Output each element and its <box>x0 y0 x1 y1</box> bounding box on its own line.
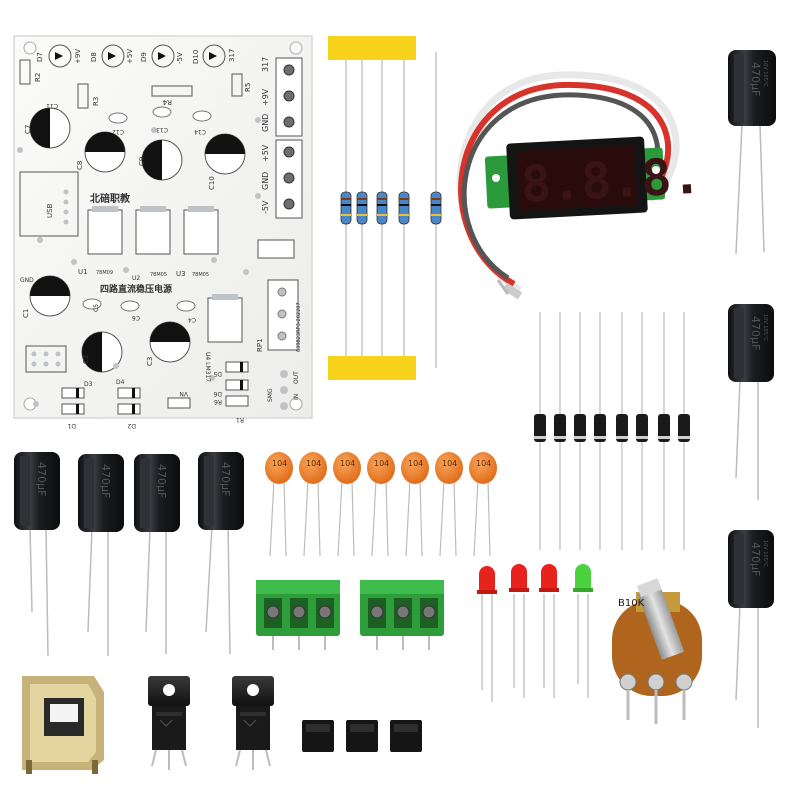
pcb-label: C2 <box>82 355 90 364</box>
pcb-serial: 639823RP3-202207 <box>296 302 302 352</box>
pcb-label: R6 <box>214 398 222 405</box>
ceramic-label: 104 <box>476 459 491 468</box>
potentiometer: B10K <box>612 578 702 724</box>
voltmeter-module: 8.8.8. <box>456 71 703 300</box>
led-row <box>477 564 593 702</box>
pcb-label: RP1 <box>256 338 264 352</box>
screw-terminal-block <box>360 580 444 650</box>
pcb-label: 78M05 <box>150 272 167 278</box>
cap-rating-label: 10V 105°C <box>762 540 768 567</box>
pcb-label: -5V <box>176 52 184 64</box>
voltmeter-display: 8.8.8. <box>520 147 703 214</box>
pcb-label: C7 <box>24 125 32 134</box>
pcb-label: R1 <box>236 416 244 423</box>
cap-value-label: 470μF <box>749 62 762 96</box>
electrolytic-capacitor: 470μF <box>78 454 124 656</box>
cap-value-label: 470μF <box>749 542 762 576</box>
voltage-regulator <box>232 676 274 770</box>
pcb-terminal-screws <box>283 64 295 210</box>
pcb-label: R3 <box>92 97 100 106</box>
usb-socket <box>22 676 104 774</box>
pcb-label: C1 <box>22 309 30 318</box>
cap-value-label: 470μF <box>155 464 168 498</box>
pcb-label: D2 <box>127 422 136 429</box>
pcb-label: +5V <box>261 144 270 162</box>
jumper-caps <box>302 720 422 752</box>
pcb-label: D10 <box>192 50 200 64</box>
pcb-label: IN <box>293 394 300 400</box>
resistor-strip <box>328 36 442 380</box>
pcb-label: +5V <box>126 49 134 64</box>
pcb-label: C4 <box>188 316 196 323</box>
pcb-label: R2 <box>34 73 42 82</box>
pcb-label: 78M09 <box>96 270 113 276</box>
pcb-label: SMG <box>267 388 274 402</box>
pcb-label: C12 <box>112 128 124 135</box>
pcb-label: D9 <box>140 52 148 62</box>
ceramic-capacitor-row: 104 104 104 104 104 104 104 <box>265 452 497 557</box>
pcb-label: C14 <box>194 128 206 135</box>
pcb-label: 317 <box>228 49 236 62</box>
voltage-regulator <box>148 676 190 770</box>
cap-value-label: 470μF <box>99 464 112 498</box>
pcb-label: 317 <box>261 57 270 72</box>
electrolytic-capacitor: 470μF <box>134 454 180 654</box>
electrolytic-capacitor: 470μF 10V 105°C <box>728 530 774 728</box>
pcb-label: U2 <box>132 275 140 282</box>
pcb-label: GND <box>261 114 270 132</box>
pot-label: B10K <box>618 598 645 609</box>
pcb-label: C8 <box>76 161 84 170</box>
pcb-label: C13 <box>156 126 168 133</box>
pcb-label: U3 <box>176 270 186 278</box>
pcb-label: C10 <box>208 176 216 190</box>
cap-rating-label: 10V 105°C <box>762 60 768 87</box>
pcb-label: GND <box>261 172 270 190</box>
ceramic-label: 104 <box>340 459 355 468</box>
pcb-label: R4 <box>162 98 172 106</box>
pcb-label: U1 <box>78 268 88 276</box>
ceramic-label: 104 <box>442 459 457 468</box>
pcb-label: C3 <box>146 357 154 366</box>
pcb-label: D6 <box>213 390 222 397</box>
screw-terminal-block <box>256 580 340 650</box>
pcb-label: C11 <box>46 102 58 109</box>
pcb-label: D1 <box>67 422 76 429</box>
cap-value-label: 470μF <box>219 462 232 496</box>
pcb-label: D4 <box>116 379 125 386</box>
pcb-label: C5 <box>93 304 100 312</box>
pcb-label: R5 <box>244 83 252 92</box>
pcb-cap-footprint <box>29 107 246 373</box>
pcb-label: OUT <box>293 371 300 384</box>
pcb-label: +9V <box>261 88 270 106</box>
diode-row <box>534 312 690 550</box>
electrolytic-capacitor: 470μF 10V 105°C <box>728 50 776 255</box>
pcb-label: +9V <box>74 49 82 64</box>
ceramic-label: 104 <box>374 459 389 468</box>
electrolytic-capacitor: 470μF <box>198 452 244 655</box>
pcb-label: 78M05 <box>192 272 209 278</box>
ceramic-label: 104 <box>306 459 321 468</box>
ceramic-label: 104 <box>272 459 287 468</box>
cap-value-label: 470μF <box>35 462 48 496</box>
pcb-label: -5V <box>261 200 270 214</box>
pcb-label: C6 <box>132 314 140 321</box>
pcb-board: 四路直流稳压电源 北碚职教 639823RP3-202207 R2 R3 R4 … <box>13 35 313 429</box>
ceramic-label: 104 <box>408 459 423 468</box>
pcb-label: D7 <box>36 52 44 62</box>
pcb-label: USB <box>46 203 54 218</box>
pcb-label: U4 LM317 <box>204 352 211 382</box>
electrolytic-capacitor: 470μF 10V 105°C <box>728 304 774 500</box>
electrolytic-capacitor: 470μF <box>14 452 60 657</box>
pcb-label: C9 <box>138 157 146 166</box>
cap-value-label: 470μF <box>749 316 762 350</box>
cap-rating-label: 10V 105°C <box>762 314 768 341</box>
pcb-title: 四路直流稳压电源 <box>100 283 172 295</box>
pcb-subtitle: 北碚职教 <box>90 192 131 205</box>
pcb-label: GND <box>20 277 34 284</box>
pcb-label: D5 <box>213 370 222 377</box>
pcb-label: D8 <box>90 52 98 62</box>
pcb-label: D3 <box>84 381 93 388</box>
pcb-label: VN <box>179 390 188 397</box>
